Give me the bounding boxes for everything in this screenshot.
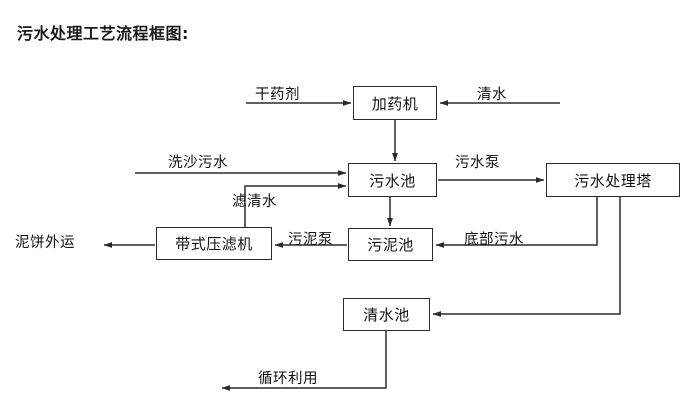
edge-clearwater-recycle <box>221 331 387 392</box>
edge-label-sand-wash-wastewater: 洗沙污水 <box>168 155 228 171</box>
edge-label-recycle-reuse: 循环利用 <box>258 371 318 387</box>
node-sludge-pool[interactable]: 污泥池 <box>348 228 433 261</box>
terminal-label-dry-chemical: 干药剂 <box>255 87 300 103</box>
node-wastewater-pool[interactable]: 污水池 <box>348 163 437 197</box>
edge-label-sludge-pump: 污泥泵 <box>288 232 333 248</box>
node-label: 污水池 <box>369 171 416 190</box>
node-treatment-tower[interactable]: 污水处理塔 <box>546 163 680 197</box>
edge-label-bottom-wastewater: 底部污水 <box>464 232 524 248</box>
node-dosing-machine[interactable]: 加药机 <box>353 86 437 120</box>
node-label: 污水处理塔 <box>574 171 652 190</box>
edge-label-wastewater-pump: 污水泵 <box>455 155 500 171</box>
node-label: 污泥池 <box>367 236 414 254</box>
edge-tower-to-sludge <box>435 197 598 249</box>
page-title: 污水处理工艺流程框图: <box>17 24 189 43</box>
node-belt-filter-press[interactable]: 带式压滤机 <box>156 227 272 260</box>
node-clear-water-pool[interactable]: 清水池 <box>343 298 430 331</box>
node-label: 清水池 <box>363 306 410 324</box>
terminal-label-mud-cake-out: 泥饼外运 <box>15 235 75 251</box>
node-label: 带式压滤机 <box>175 235 253 253</box>
edge-filtered-to-wastewater-pool <box>244 182 347 227</box>
edge-tower-to-clearwater <box>432 197 621 318</box>
node-label: 加药机 <box>371 94 419 113</box>
edge-label-filtered-clear-water: 滤清水 <box>232 194 277 210</box>
terminal-label-clean-water: 清水 <box>477 87 507 103</box>
